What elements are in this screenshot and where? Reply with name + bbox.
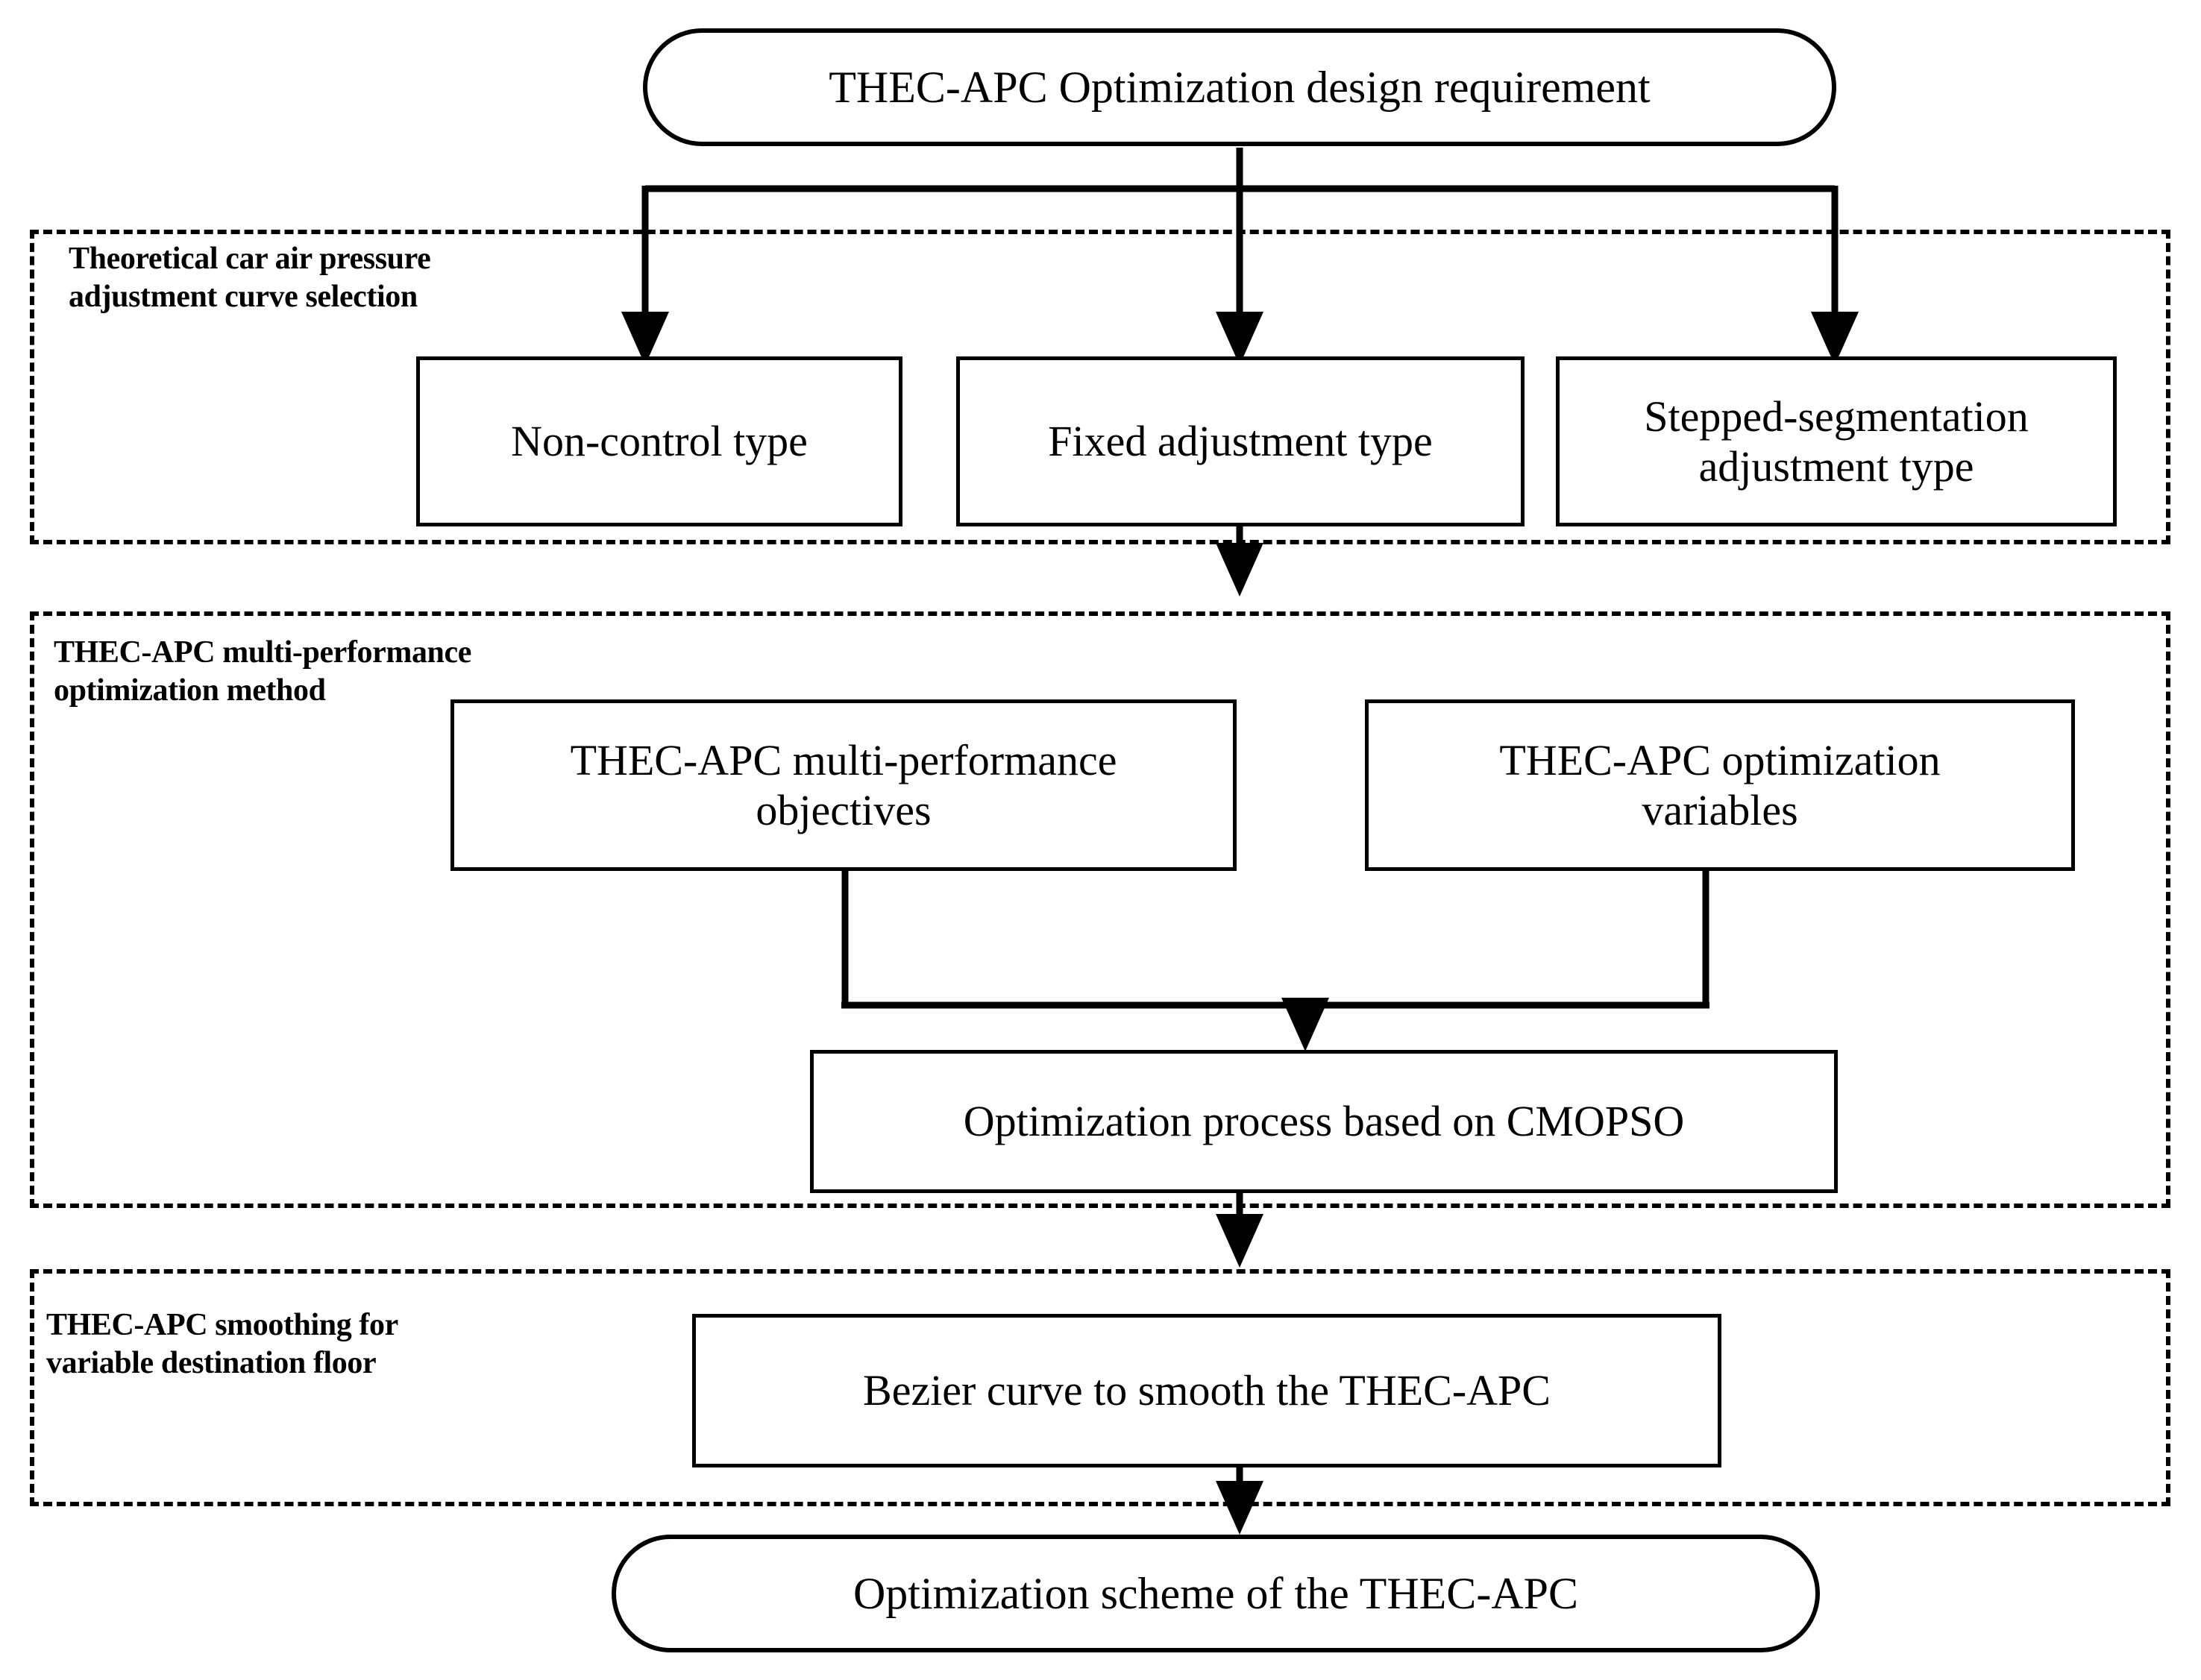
node-cmopso[interactable]: Optimization process based on CMOPSO xyxy=(810,1050,1838,1193)
node-objectives-label: THEC-APC multi-performance objectives xyxy=(570,735,1117,834)
node-end-scheme[interactable]: Optimization scheme of the THEC-APC xyxy=(612,1535,1820,1652)
node-fixed-adjustment-label: Fixed adjustment type xyxy=(1048,417,1433,466)
node-cmopso-label: Optimization process based on CMOPSO xyxy=(963,1097,1685,1146)
node-stepped-segmentation-label: Stepped-segmentation adjustment type xyxy=(1644,391,2029,491)
group-multi-performance-label: THEC-APC multi-performance optimization … xyxy=(54,635,471,708)
node-variables[interactable]: THEC-APC optimization variables xyxy=(1365,699,2075,871)
arrowhead-section3-entry xyxy=(1216,1214,1263,1268)
node-stepped-segmentation[interactable]: Stepped-segmentation adjustment type xyxy=(1556,356,2117,526)
node-objectives[interactable]: THEC-APC multi-performance objectives xyxy=(450,699,1237,871)
node-bezier-label: Bezier curve to smooth the THEC-APC xyxy=(863,1366,1551,1415)
node-end-scheme-label: Optimization scheme of the THEC-APC xyxy=(853,1568,1579,1618)
node-fixed-adjustment[interactable]: Fixed adjustment type xyxy=(956,356,1525,526)
group-smoothing-label: THEC-APC smoothing for variable destinat… xyxy=(46,1308,398,1381)
node-non-control-label: Non-control type xyxy=(511,417,808,466)
node-start-requirement[interactable]: THEC-APC Optimization design requirement xyxy=(643,28,1836,146)
group-multi-performance xyxy=(30,611,2170,1208)
node-start-requirement-label: THEC-APC Optimization design requirement xyxy=(829,62,1651,112)
group-curve-selection-label: Theoretical car air pressure adjustment … xyxy=(69,242,431,315)
node-variables-label: THEC-APC optimization variables xyxy=(1499,735,1941,834)
node-bezier[interactable]: Bezier curve to smooth the THEC-APC xyxy=(692,1314,1721,1467)
arrowhead-section2-entry xyxy=(1216,543,1263,597)
group-curve-selection xyxy=(30,230,2170,544)
group-smoothing xyxy=(30,1269,2170,1506)
node-non-control[interactable]: Non-control type xyxy=(416,356,902,526)
